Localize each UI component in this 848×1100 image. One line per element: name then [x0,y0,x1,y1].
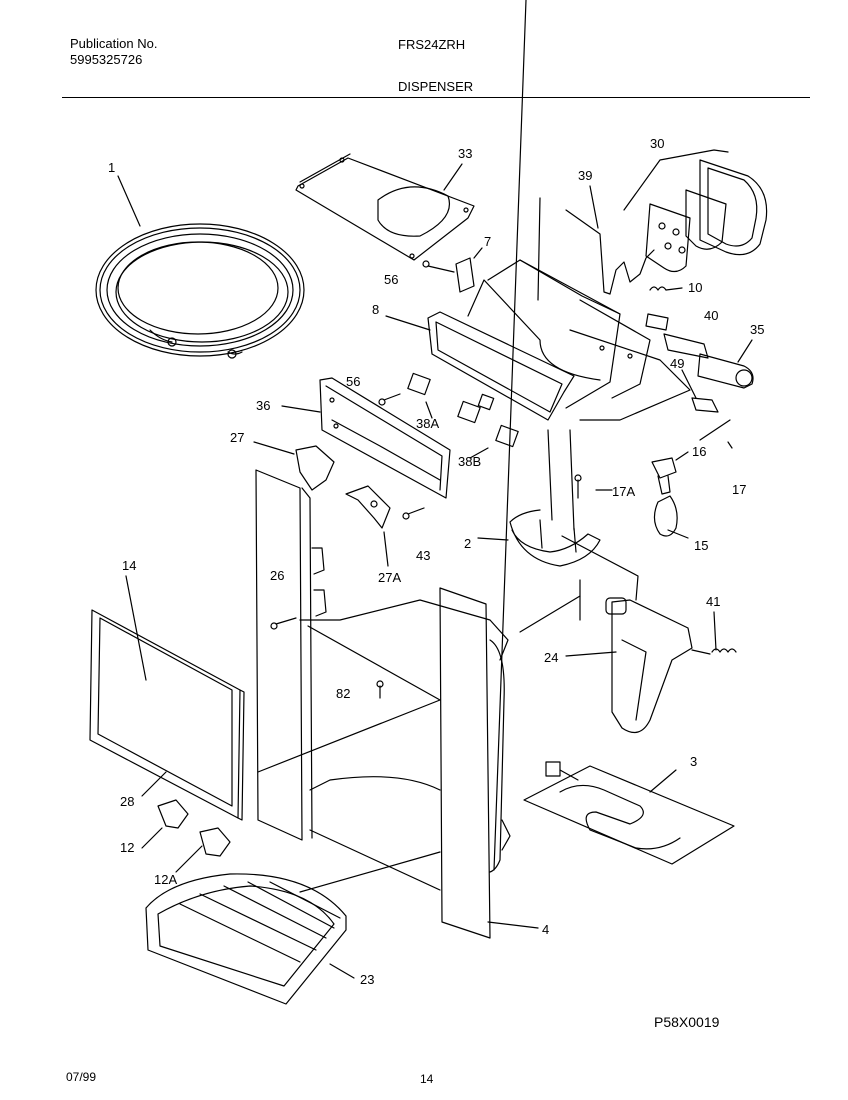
callout-30: 30 [650,136,664,151]
part-cover-plate [295,153,475,261]
part-frame [255,469,581,939]
callout-36: 36 [256,398,270,413]
callout-24: 24 [544,650,558,665]
part-chute [477,429,601,567]
callout-4: 4 [542,922,549,937]
callout-labels: 1 33 39 30 7 56 10 8 40 35 49 56 36 38A … [108,136,764,987]
part-screws [270,393,733,699]
callout-27: 27 [230,430,244,445]
diagram-reference-code: P58X0019 [654,1014,720,1030]
callout-26: 26 [270,568,284,583]
callout-17a: 17A [612,484,635,499]
callout-16: 16 [692,444,706,459]
callout-40: 40 [704,308,718,323]
callout-33: 33 [458,146,472,161]
callout-14: 14 [122,558,136,573]
part-clip [422,247,483,293]
callout-38a: 38A [416,416,439,431]
part-gear-assembly [623,149,768,273]
part-panel [281,377,451,499]
part-paddle [561,535,737,734]
callout-82: 82 [336,686,350,701]
part-light [651,451,689,539]
callout-38b: 38B [458,454,481,469]
header-rule [62,97,810,98]
callout-8: 8 [372,302,379,317]
callout-17: 17 [732,482,746,497]
callout-49: 49 [670,356,684,371]
callout-12a: 12A [154,872,177,887]
part-drip-tray [145,851,441,1005]
callout-27a: 27A [378,570,401,585]
part-hinges [141,699,441,873]
callout-15: 15 [694,538,708,553]
callout-2: 2 [464,536,471,551]
section-title: DISPENSER [398,79,474,94]
publication-label: Publication No. [70,36,158,51]
part-door-glass [89,575,245,821]
part-tubing [95,175,305,359]
callout-35: 35 [750,322,764,337]
part-heater [493,0,735,871]
callout-3: 3 [690,754,697,769]
part-wire-spring [537,185,655,301]
callout-1: 1 [108,160,115,175]
callout-10: 10 [688,280,702,295]
callout-7: 7 [484,234,491,249]
callout-43: 43 [416,548,430,563]
callout-56-top: 56 [384,272,398,287]
part-housing [385,259,691,421]
part-solenoid [663,333,754,413]
callout-41: 41 [706,594,720,609]
page-number: 14 [420,1072,434,1086]
publication-number: 5995325726 [70,52,143,67]
part-lever [253,441,391,567]
callout-28: 28 [120,794,134,809]
callout-56-mid: 56 [346,374,360,389]
part-spring [645,286,683,331]
callout-23: 23 [360,972,374,987]
footer-date: 07/99 [66,1070,97,1084]
callout-39: 39 [578,168,592,183]
model-number: FRS24ZRH [398,37,466,52]
callout-12: 12 [120,840,134,855]
